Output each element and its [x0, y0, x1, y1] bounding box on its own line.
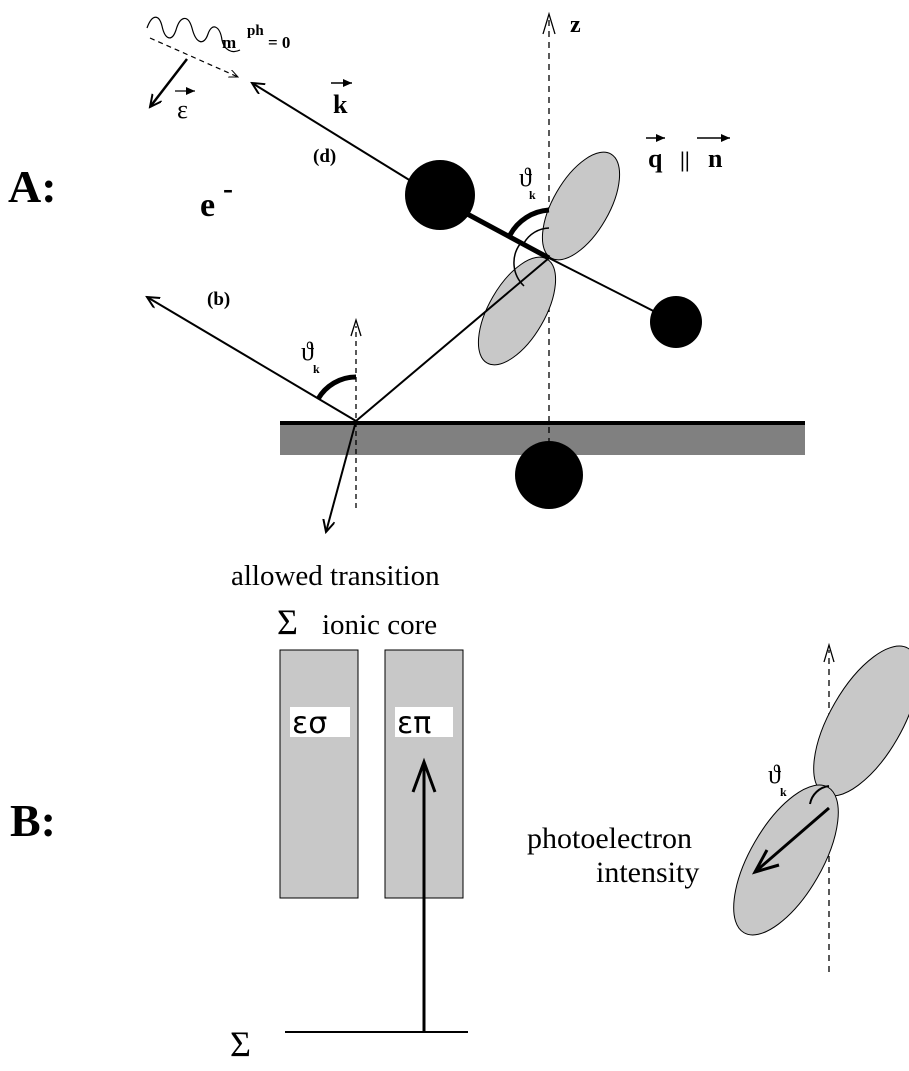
box-sigma: [279, 649, 359, 899]
theta-d-symbol: ϑ: [519, 163, 532, 192]
emission-direction-arrowhead: [751, 849, 780, 875]
theta-intensity-subscript: k: [780, 785, 787, 799]
substrate-atom: [515, 441, 583, 509]
parallel-symbol: ||: [680, 147, 690, 172]
z-axis-arrowhead: [542, 11, 556, 35]
panel-b: B: Σ ionic core εσ επ Σ ϑ k photoelectro…: [10, 602, 909, 1064]
q-label: q: [648, 144, 663, 173]
path-b-line: [147, 297, 357, 422]
path-d-label: (d): [313, 146, 336, 167]
k-label: k: [333, 90, 348, 119]
photon-m-superscript: ph: [247, 23, 264, 39]
photon-m-label: m: [222, 33, 236, 52]
surface-normal-arrowhead: [350, 317, 362, 337]
n-label: n: [708, 144, 723, 173]
theta-arc-intensity: [809, 785, 830, 805]
box-sigma-label: εσ: [292, 706, 327, 741]
polarization-symbol: ε: [177, 95, 188, 124]
electron-label: e: [200, 187, 215, 224]
theta-d-subscript: k: [529, 188, 536, 202]
intensity-label-line2: intensity: [596, 856, 699, 889]
intensity-lobe-upper: [813, 645, 909, 797]
electron-charge: -: [223, 172, 233, 205]
molecule-atom-large: [405, 160, 475, 230]
theta-arc-b: [315, 374, 357, 401]
box-pi-label: επ: [397, 706, 431, 741]
orbital-lobe-lower: [477, 256, 557, 366]
core-label: ionic core: [322, 609, 437, 641]
intensity-normal-arrowhead: [823, 642, 835, 663]
theta-b-symbol: ϑ: [301, 337, 314, 366]
ground-sigma-symbol: Σ: [230, 1024, 251, 1064]
photon-wave: [146, 16, 241, 53]
theta-b-subscript: k: [313, 362, 320, 376]
polarization-arrow: [150, 58, 188, 107]
theta-arc-d-thin-upper: [523, 227, 550, 244]
box-pi-label-bg: [395, 707, 453, 737]
molecule-atom-small: [650, 296, 702, 348]
emission-direction-arrow: [754, 806, 830, 874]
panel-a-label: A:: [8, 161, 57, 212]
panel-b-label: B:: [10, 795, 56, 846]
photon-dashed-path: [149, 37, 238, 78]
panel-a: A: z ϑ k: [8, 11, 805, 592]
transition-label: allowed transition: [231, 560, 440, 592]
z-axis-label: z: [570, 12, 581, 38]
path-b-label: (b): [207, 289, 230, 310]
theta-intensity-symbol: ϑ: [768, 760, 781, 789]
intensity-label-line1: photoelectron: [527, 822, 692, 855]
excitation-arrowhead: [411, 757, 437, 793]
theta-arc-d-thick: [507, 207, 550, 237]
box-sigma-label-bg: [290, 707, 350, 737]
core-sigma-symbol: Σ: [277, 602, 298, 642]
photon-m-value: = 0: [268, 33, 290, 52]
transition-arrow: [326, 420, 357, 532]
path-incident-line: [355, 257, 550, 422]
